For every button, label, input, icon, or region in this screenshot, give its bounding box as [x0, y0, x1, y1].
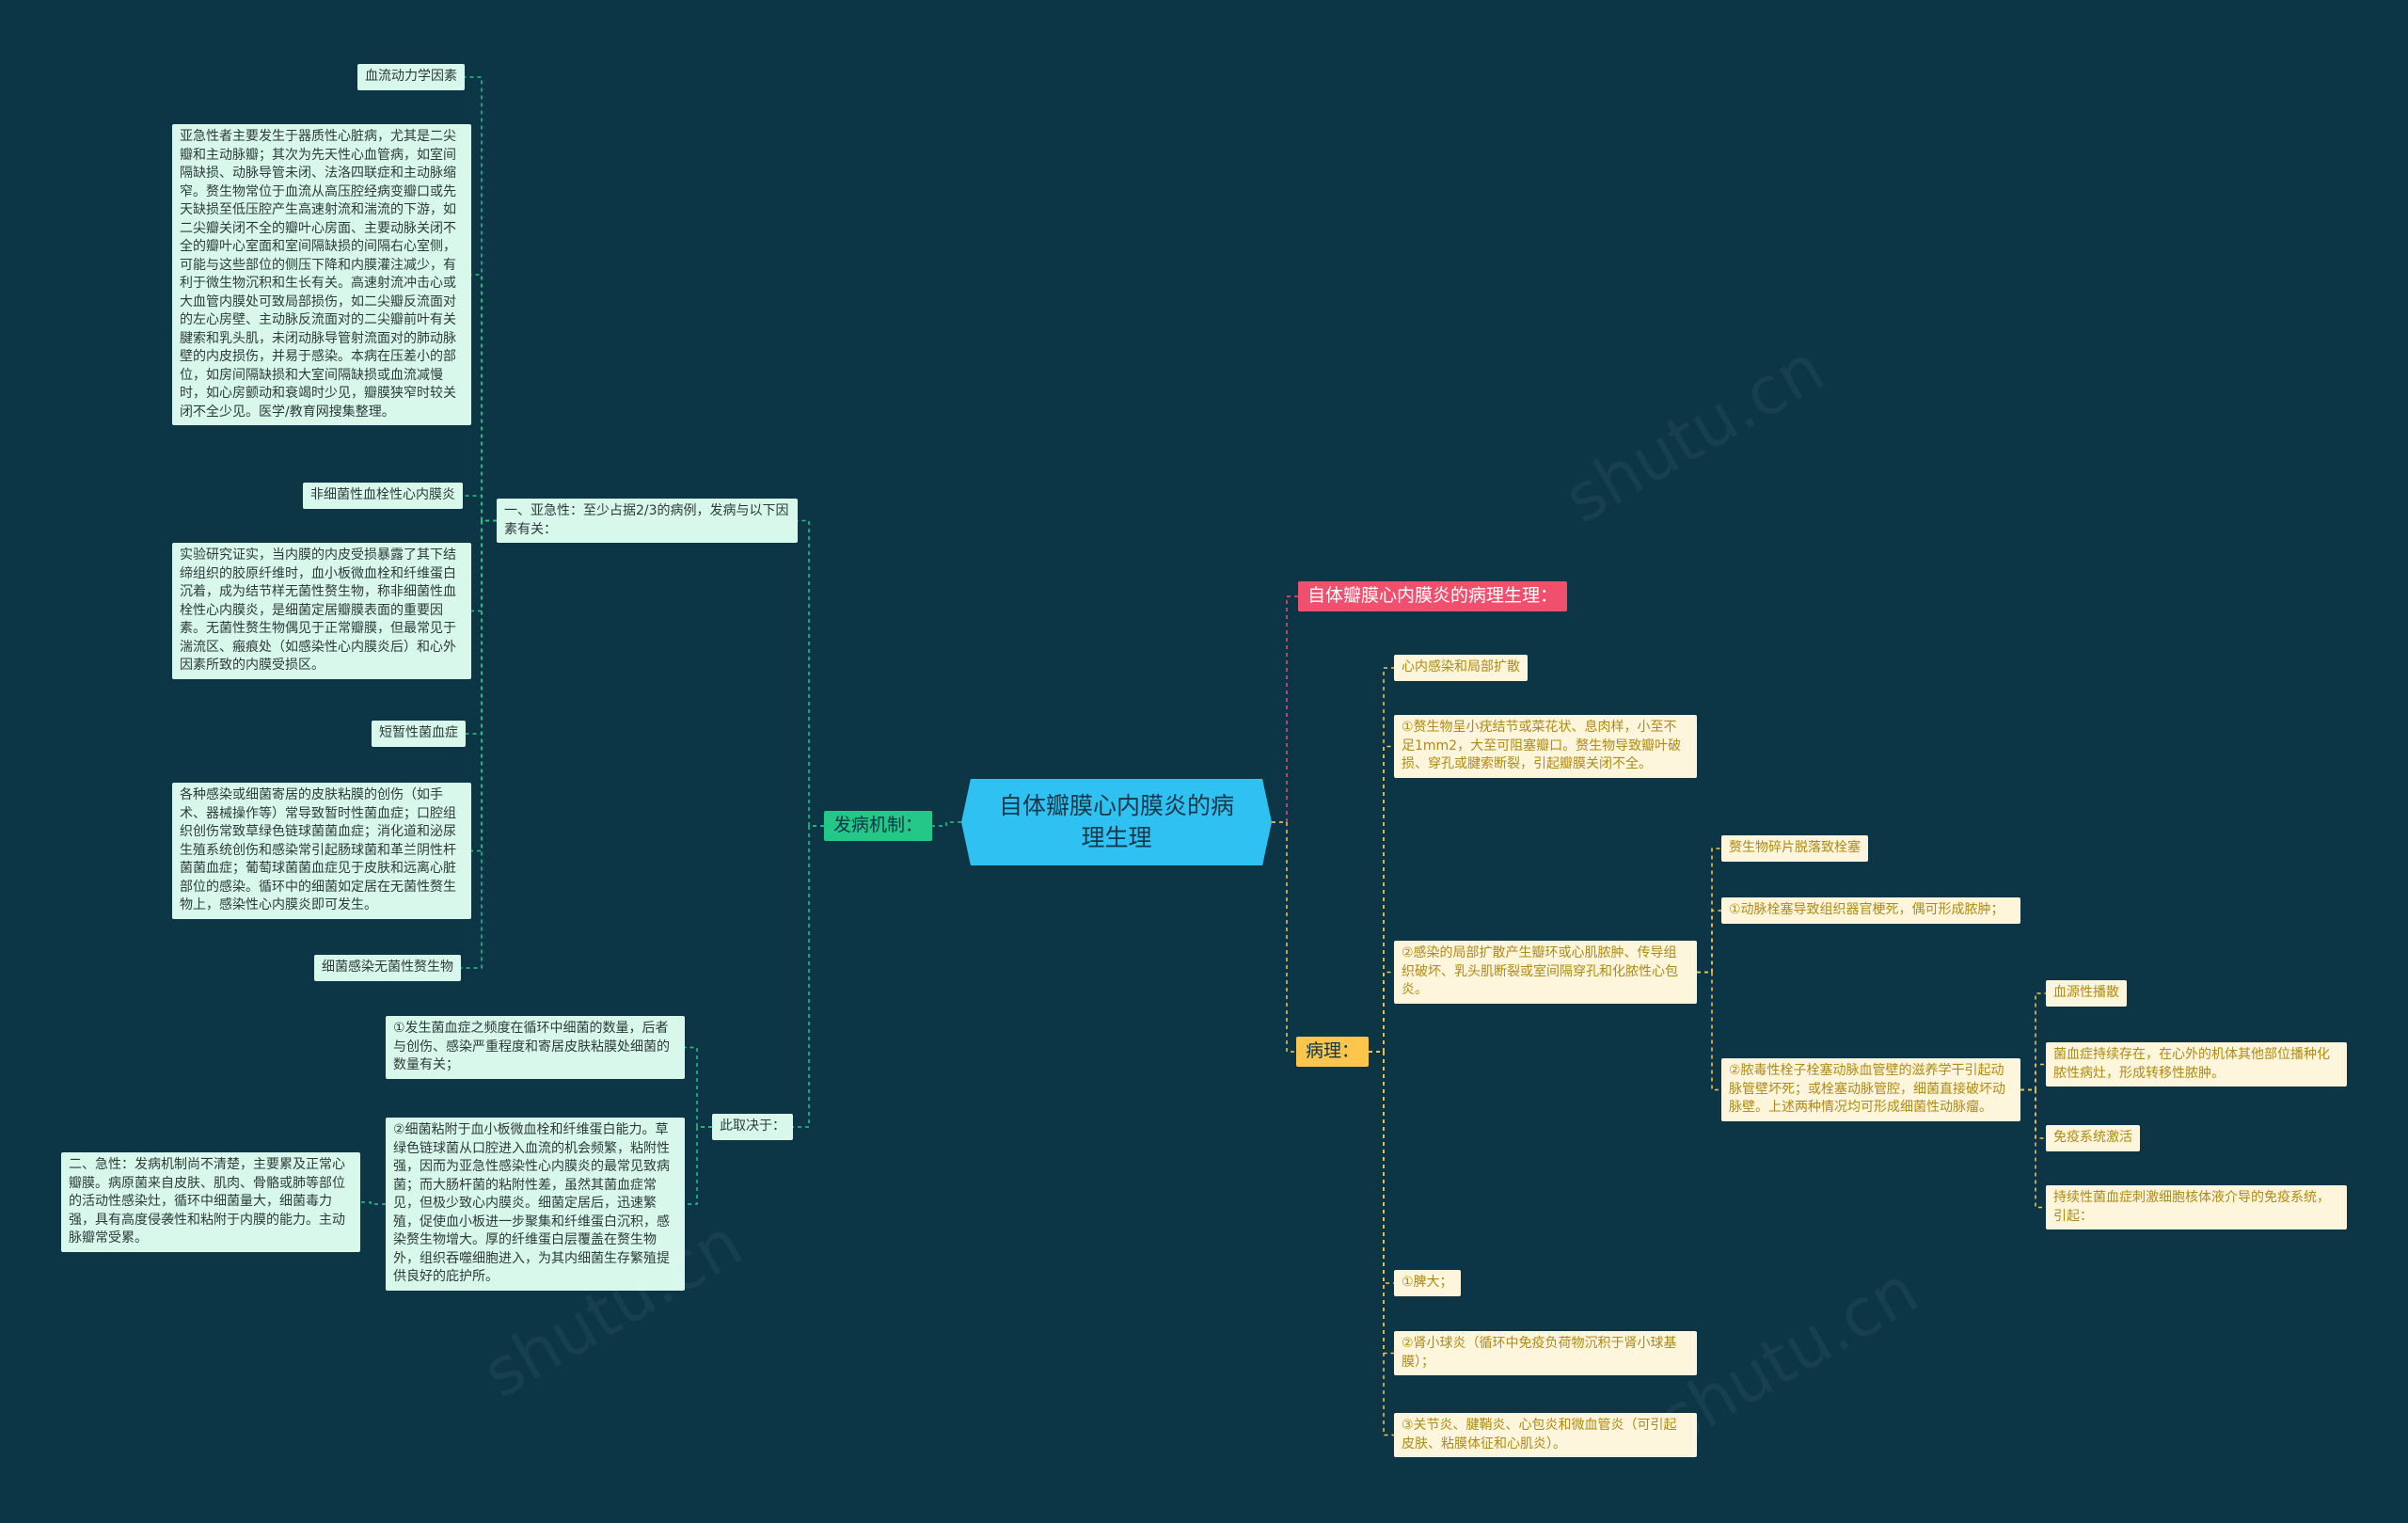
- link-mechanism-subacute: [798, 519, 824, 827]
- node-spleen[interactable]: ①脾大；: [1394, 1270, 1461, 1296]
- link-pathology-child: [1369, 745, 1394, 1053]
- node-subacute[interactable]: 一、亚急性：至少占据2/3的病例，发病与以下因素有关：: [497, 499, 798, 543]
- node-hemodynamic-title[interactable]: 血流动力学因素: [357, 64, 465, 90]
- node-embolism-2[interactable]: ②脓毒性栓子栓塞动脉血管壁的滋养学干引起动脉管壁坏死；或栓塞动脉管腔，细菌直接破…: [1721, 1058, 2020, 1121]
- node-immune-text[interactable]: 持续性菌血症刺激细胞核体液介导的免疫系统，引起：: [2046, 1185, 2347, 1230]
- link-root-pathology: [1272, 821, 1296, 1053]
- link-local-child: [1697, 910, 1721, 974]
- link-pathology-child: [1369, 1051, 1394, 1355]
- node-nbte-text[interactable]: 实验研究证实，当内膜的内皮受损暴露了其下结缔组织的胶原纤维时，血小板微血栓和纤维…: [172, 543, 471, 679]
- node-nbte-title[interactable]: 非细菌性血栓性心内膜炎: [303, 483, 463, 509]
- node-joint[interactable]: ③关节炎、腱鞘炎、心包炎和微血管炎（可引起皮肤、粘膜体征和心肌炎）。: [1394, 1413, 1697, 1457]
- node-embolism-title[interactable]: 赘生物碎片脱落致栓塞: [1721, 835, 1868, 862]
- node-infection-title[interactable]: 细菌感染无菌性赘生物: [314, 955, 461, 981]
- node-kidney[interactable]: ②肾小球炎（循环中免疫负荷物沉积于肾小球基膜）；: [1394, 1331, 1697, 1375]
- node-embolism-1[interactable]: ①动脉栓塞导致组织器官梗死，偶可形成脓肿；: [1721, 897, 2020, 924]
- link-local-child: [1697, 848, 1721, 974]
- node-blood-spread-title[interactable]: 血源性播散: [2046, 980, 2127, 1007]
- link-local-child: [1697, 971, 1721, 1091]
- link-subacute-child: [471, 274, 497, 522]
- link-pathology-child: [1369, 971, 1394, 1053]
- link-embolism-child: [2020, 1088, 2046, 1209]
- node-local-spread-1[interactable]: ①赘生物呈小疣结节或菜花状、息肉样，小至不足1mm2，大至可阻塞瓣口。赘生物导致…: [1394, 715, 1697, 778]
- link-subacute-child: [463, 495, 497, 522]
- link-subacute-child: [471, 519, 497, 612]
- node-bacteremia-title[interactable]: 短暂性菌血症: [372, 721, 466, 747]
- node-local-spread-title[interactable]: 心内感染和局部扩散: [1394, 655, 1528, 681]
- watermark: shutu.cn: [1551, 328, 1837, 539]
- link-pathology-child: [1369, 1051, 1394, 1436]
- branch-title[interactable]: 自体瓣膜心内膜炎的病理生理：: [1298, 581, 1568, 611]
- node-acute[interactable]: 二、急性：发病机制尚不清楚，主要累及正常心瓣膜。病原菌来自皮肤、肌肉、骨骼或肺等…: [61, 1152, 360, 1252]
- link-depends-child: [685, 1046, 712, 1128]
- node-local-spread-2[interactable]: ②感染的局部扩散产生瓣环或心肌脓肿、传导组织破坏、乳头肌断裂或室间隔穿孔和化脓性…: [1394, 941, 1697, 1004]
- link-pathology-child: [1369, 1051, 1394, 1284]
- link-depends-acute: [360, 1201, 386, 1205]
- node-depends-title[interactable]: 此取决于：: [712, 1114, 793, 1140]
- node-depends-1[interactable]: ①发生菌血症之频度在循环中细菌的数量，后者与创伤、感染严重程度和寄居皮肤粘膜处细…: [386, 1016, 685, 1079]
- node-hemodynamic-text[interactable]: 亚急性者主要发生于器质性心脏病，尤其是二尖瓣和主动脉瓣；其次为先天性心血管病，如…: [172, 124, 471, 425]
- node-bacteremia-text[interactable]: 各种感染或细菌寄居的皮肤粘膜的创伤（如手术、器械操作等）常导致暂时性菌血症；口腔…: [172, 783, 471, 919]
- link-root-mechanism: [932, 821, 961, 827]
- root-node[interactable]: 自体瓣膜心内膜炎的病理生理: [961, 779, 1272, 865]
- branch-mechanism[interactable]: 发病机制：: [824, 811, 933, 841]
- node-blood-spread-text[interactable]: 菌血症持续存在，在心外的机体其他部位播种化脓性病灶，形成转移性脓肿。: [2046, 1042, 2347, 1087]
- node-immune-title[interactable]: 免疫系统激活: [2046, 1125, 2140, 1151]
- link-embolism-child: [2020, 1088, 2046, 1139]
- link-pathology-child: [1369, 667, 1394, 1053]
- link-subacute-child: [471, 519, 497, 852]
- link-embolism-child: [2020, 1063, 2046, 1091]
- link-root-title: [1272, 595, 1298, 823]
- link-mechanism-depends: [793, 825, 824, 1128]
- link-depends-child: [685, 1126, 712, 1205]
- link-embolism-child: [2020, 992, 2046, 1091]
- branch-pathology[interactable]: 病理：: [1296, 1037, 1370, 1067]
- node-depends-2[interactable]: ②细菌粘附于血小板微血栓和纤维蛋白能力。草绿色链球菌从口腔进入血流的机会频繁，粘…: [386, 1118, 685, 1291]
